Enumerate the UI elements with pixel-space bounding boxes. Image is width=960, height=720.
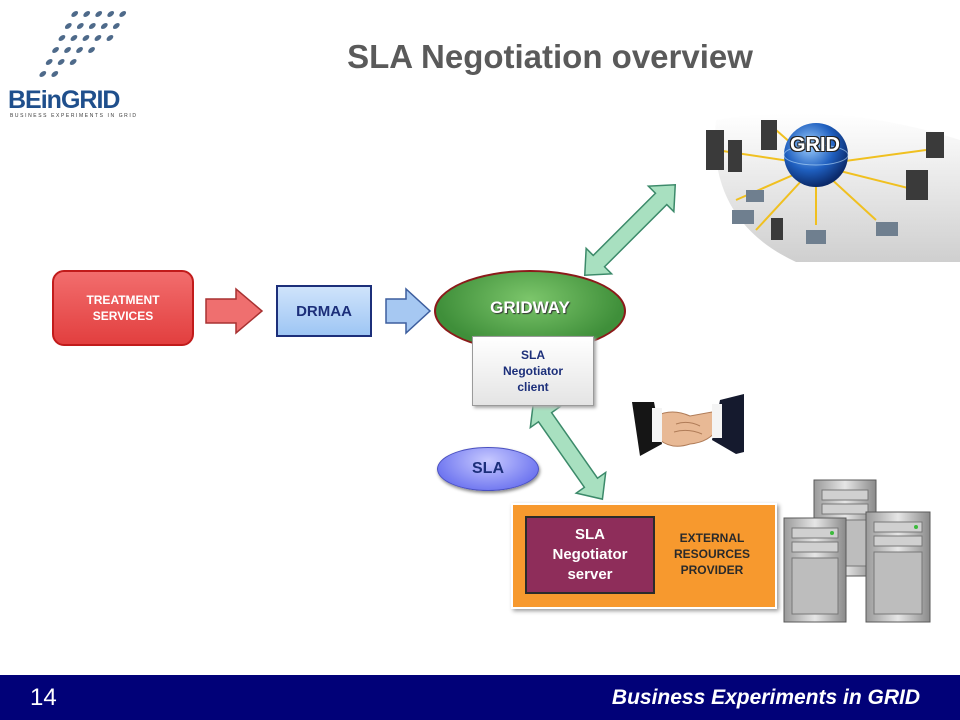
client-label-line1: SLA [521,348,545,362]
drmaa-box: DRMAA [276,285,372,337]
external-provider-label: EXTERNAL RESOURCES PROVIDER [656,524,768,584]
page-title: SLA Negotiation overview [347,38,753,75]
footer-bar [0,675,960,720]
logo-wordmark: BEinGRID [8,86,120,114]
arrow-gridway-to-grid-icon [583,183,677,277]
gridway-ellipse: GRIDWAY [434,270,626,352]
server-label-line1: SLA [575,526,605,543]
treatment-services-box: TREATMENT SERVICES [52,270,194,346]
treatment-label-line2: SERVICES [92,309,154,323]
server-towers-icon [783,479,931,623]
server-label-line3: server [567,566,613,583]
server-label-line2: Negotiator [552,546,628,563]
ext-label-line1: EXTERNAL [679,531,745,545]
handshake-icon [632,394,744,456]
client-label-line2: Negotiator [503,364,563,378]
footer-caption: Business Experiments in GRID [611,686,920,709]
grid-label: GRID [790,134,840,156]
beingrid-logo-icon [39,11,127,77]
arrow-drmaa-to-gridway-icon [385,287,432,335]
page-number: 14 [30,684,57,711]
client-label-line3: client [517,380,549,394]
ext-label-line2: RESOURCES [673,547,750,561]
logo-tagline: BUSINESS EXPERIMENTS IN GRID [10,113,138,119]
sla-negotiator-server-box: SLA Negotiator server [525,516,655,594]
treatment-label-line1: TREATMENT [86,293,160,307]
arrow-treatment-to-drmaa-icon [205,287,264,335]
sla-badge: SLA [437,447,539,491]
sla-negotiator-client-box: SLA Negotiator client [472,336,594,406]
ext-label-line3: PROVIDER [680,563,744,577]
arrow-client-to-server-icon [529,399,607,501]
grid-network-icon [706,113,960,262]
